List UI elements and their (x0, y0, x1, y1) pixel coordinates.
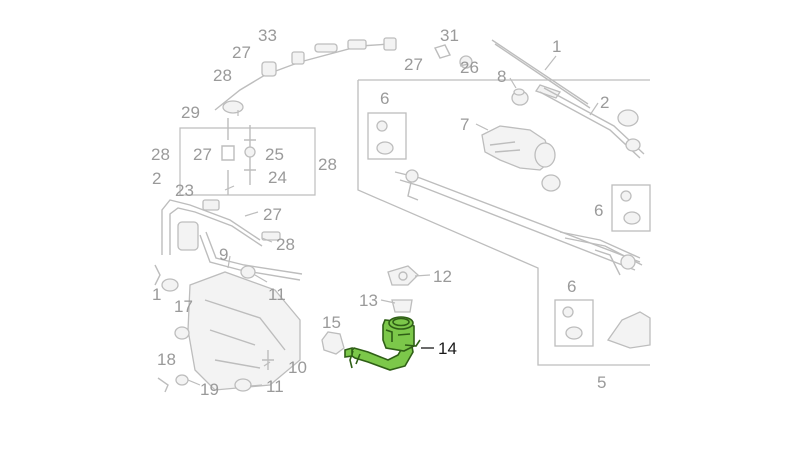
grommet-box-right (611, 184, 651, 232)
highlighted-part-14 (344, 316, 421, 371)
wiper-linkage (394, 169, 643, 276)
callout-2-left: 2 (152, 169, 161, 188)
callout-29: 29 (181, 103, 200, 122)
callout-23: 23 (175, 181, 194, 200)
callout-17: 17 (174, 297, 193, 316)
callout-6-left: 6 (380, 89, 389, 108)
callout-27-lower: 27 (263, 205, 282, 224)
motor-grommet (541, 174, 561, 192)
callout-1: 1 (552, 37, 561, 56)
cap-right-upper (617, 109, 639, 127)
callout-24: 24 (268, 168, 287, 187)
callout-1-left: 1 (152, 285, 161, 304)
grommet-box-left (367, 112, 407, 160)
callout-27-topleft: 27 (232, 43, 251, 62)
grommet-left (376, 120, 394, 155)
left-edge-part (161, 278, 179, 292)
cap-right-lower (625, 138, 641, 152)
callout-27-mid: 27 (193, 145, 212, 164)
callout-18: 18 (157, 350, 176, 369)
part-12-center (398, 271, 408, 281)
callout-14: 14 (438, 339, 457, 358)
part-15-grommet (321, 331, 345, 355)
grommet-bottom (562, 306, 583, 340)
grommet-box-bottom (554, 299, 594, 347)
callout-6-bottom: 6 (567, 277, 576, 296)
callout-5: 5 (597, 373, 606, 392)
bracket-lines (179, 127, 316, 196)
callout-10: 10 (288, 358, 307, 377)
grommet-17 (174, 326, 190, 340)
grommet-right (620, 190, 641, 225)
callout-27-top: 27 (404, 55, 423, 74)
leader-lines (187, 55, 599, 387)
callout-15: 15 (322, 313, 341, 332)
cap-part (511, 88, 529, 106)
callout-8: 8 (497, 67, 506, 86)
left-edge-part-2 (154, 264, 161, 286)
frame-outline (357, 79, 650, 366)
part-13-cap (391, 299, 413, 313)
callout-28-left: 28 (151, 145, 170, 164)
callout-11-bottom: 11 (266, 377, 284, 396)
part-12-seal (387, 265, 419, 286)
callout-11-right: 11 (268, 285, 286, 304)
callout-28-right: 28 (318, 155, 337, 174)
callout-19: 19 (200, 380, 219, 399)
callout-31: 31 (440, 26, 459, 45)
callout-12: 12 (433, 267, 452, 286)
callout-7: 7 (460, 115, 469, 134)
washer-hose-left (161, 199, 303, 281)
callout-26: 26 (460, 58, 479, 77)
callout-25: 25 (265, 145, 284, 164)
clip-18 (157, 377, 169, 393)
wiper-motor (481, 125, 556, 171)
wiper-blade (491, 39, 591, 109)
callout-2: 2 (600, 93, 609, 112)
washer-reservoir (187, 265, 301, 392)
washer-hose-upper (214, 37, 473, 114)
callout-13: 13 (359, 291, 378, 310)
callout-33: 33 (258, 26, 277, 45)
callout-9: 9 (219, 245, 228, 264)
callout-6-right: 6 (594, 201, 603, 220)
callout-28-top: 28 (213, 66, 232, 85)
nozzle-stack (221, 118, 256, 195)
grommet-19 (175, 374, 189, 386)
callout-28-lower: 28 (276, 235, 295, 254)
mount-bracket (606, 311, 651, 349)
